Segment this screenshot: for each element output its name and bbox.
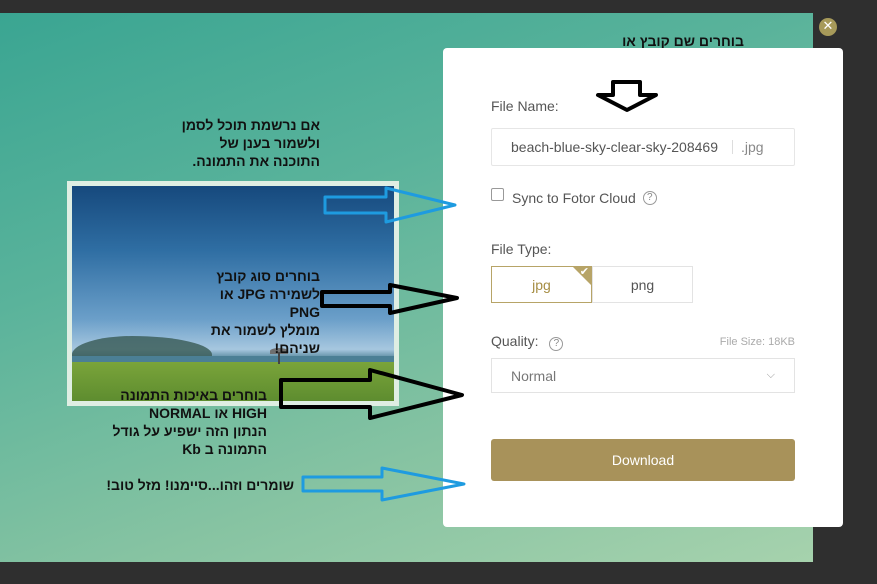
selected-corner <box>572 266 592 286</box>
close-icon[interactable]: ✕ <box>819 18 837 36</box>
chevron-down-icon: ⌵ <box>766 369 775 381</box>
sync-label: Sync to Fotor Cloud <box>512 190 636 206</box>
sync-option[interactable]: Sync to Fotor Cloud ? <box>491 187 657 206</box>
quality-label: Quality: <box>491 333 539 349</box>
quality-help-icon[interactable]: ? <box>549 337 564 351</box>
photo-sea <box>72 356 394 366</box>
file-type-jpg[interactable]: jpg ✔ <box>491 266 592 303</box>
annotation-file-type: בוחרים סוג קובץ לשמירה JPG או PNG מומלץ … <box>210 268 320 356</box>
photo-umbrella <box>270 348 288 354</box>
file-type-png[interactable]: png <box>592 266 693 303</box>
sync-checkbox[interactable] <box>491 187 504 201</box>
quality-select[interactable]: Normal ⌵ <box>491 358 795 393</box>
quality-value: Normal <box>511 367 557 384</box>
file-name-field[interactable]: .jpg <box>491 128 795 166</box>
file-name-input[interactable] <box>492 139 732 155</box>
download-button[interactable]: Download <box>491 439 795 481</box>
file-type-group: jpg ✔ png <box>491 266 693 303</box>
file-size: File Size: 18KB <box>719 336 795 348</box>
file-extension: .jpg <box>732 140 764 154</box>
checkmark-icon: ✔ <box>579 266 589 278</box>
photo-umbrella-pole <box>278 352 280 364</box>
annotation-quality: בוחרים באיכות התמונה HIGH או NORMAL הנתו… <box>112 387 267 457</box>
annotation-done: שומרים וזהו...סיימנו! מזל טוב! <box>106 477 294 493</box>
file-type-jpg-label: jpg <box>532 276 551 293</box>
file-type-label: File Type: <box>491 241 552 257</box>
quality-row: Quality: ? File Size: 18KB <box>491 333 795 351</box>
file-name-label: File Name: <box>491 98 559 114</box>
sync-help-icon[interactable]: ? <box>642 191 657 205</box>
export-dialog: File Name: .jpg Sync to Fotor Cloud ? Fi… <box>443 48 843 527</box>
annotation-cloud: אם נרשמת תוכל לסמן ולשמור בענן של התוכנה… <box>181 117 320 169</box>
quality-label-wrap: Quality: ? <box>491 333 564 351</box>
file-type-png-label: png <box>630 276 655 293</box>
